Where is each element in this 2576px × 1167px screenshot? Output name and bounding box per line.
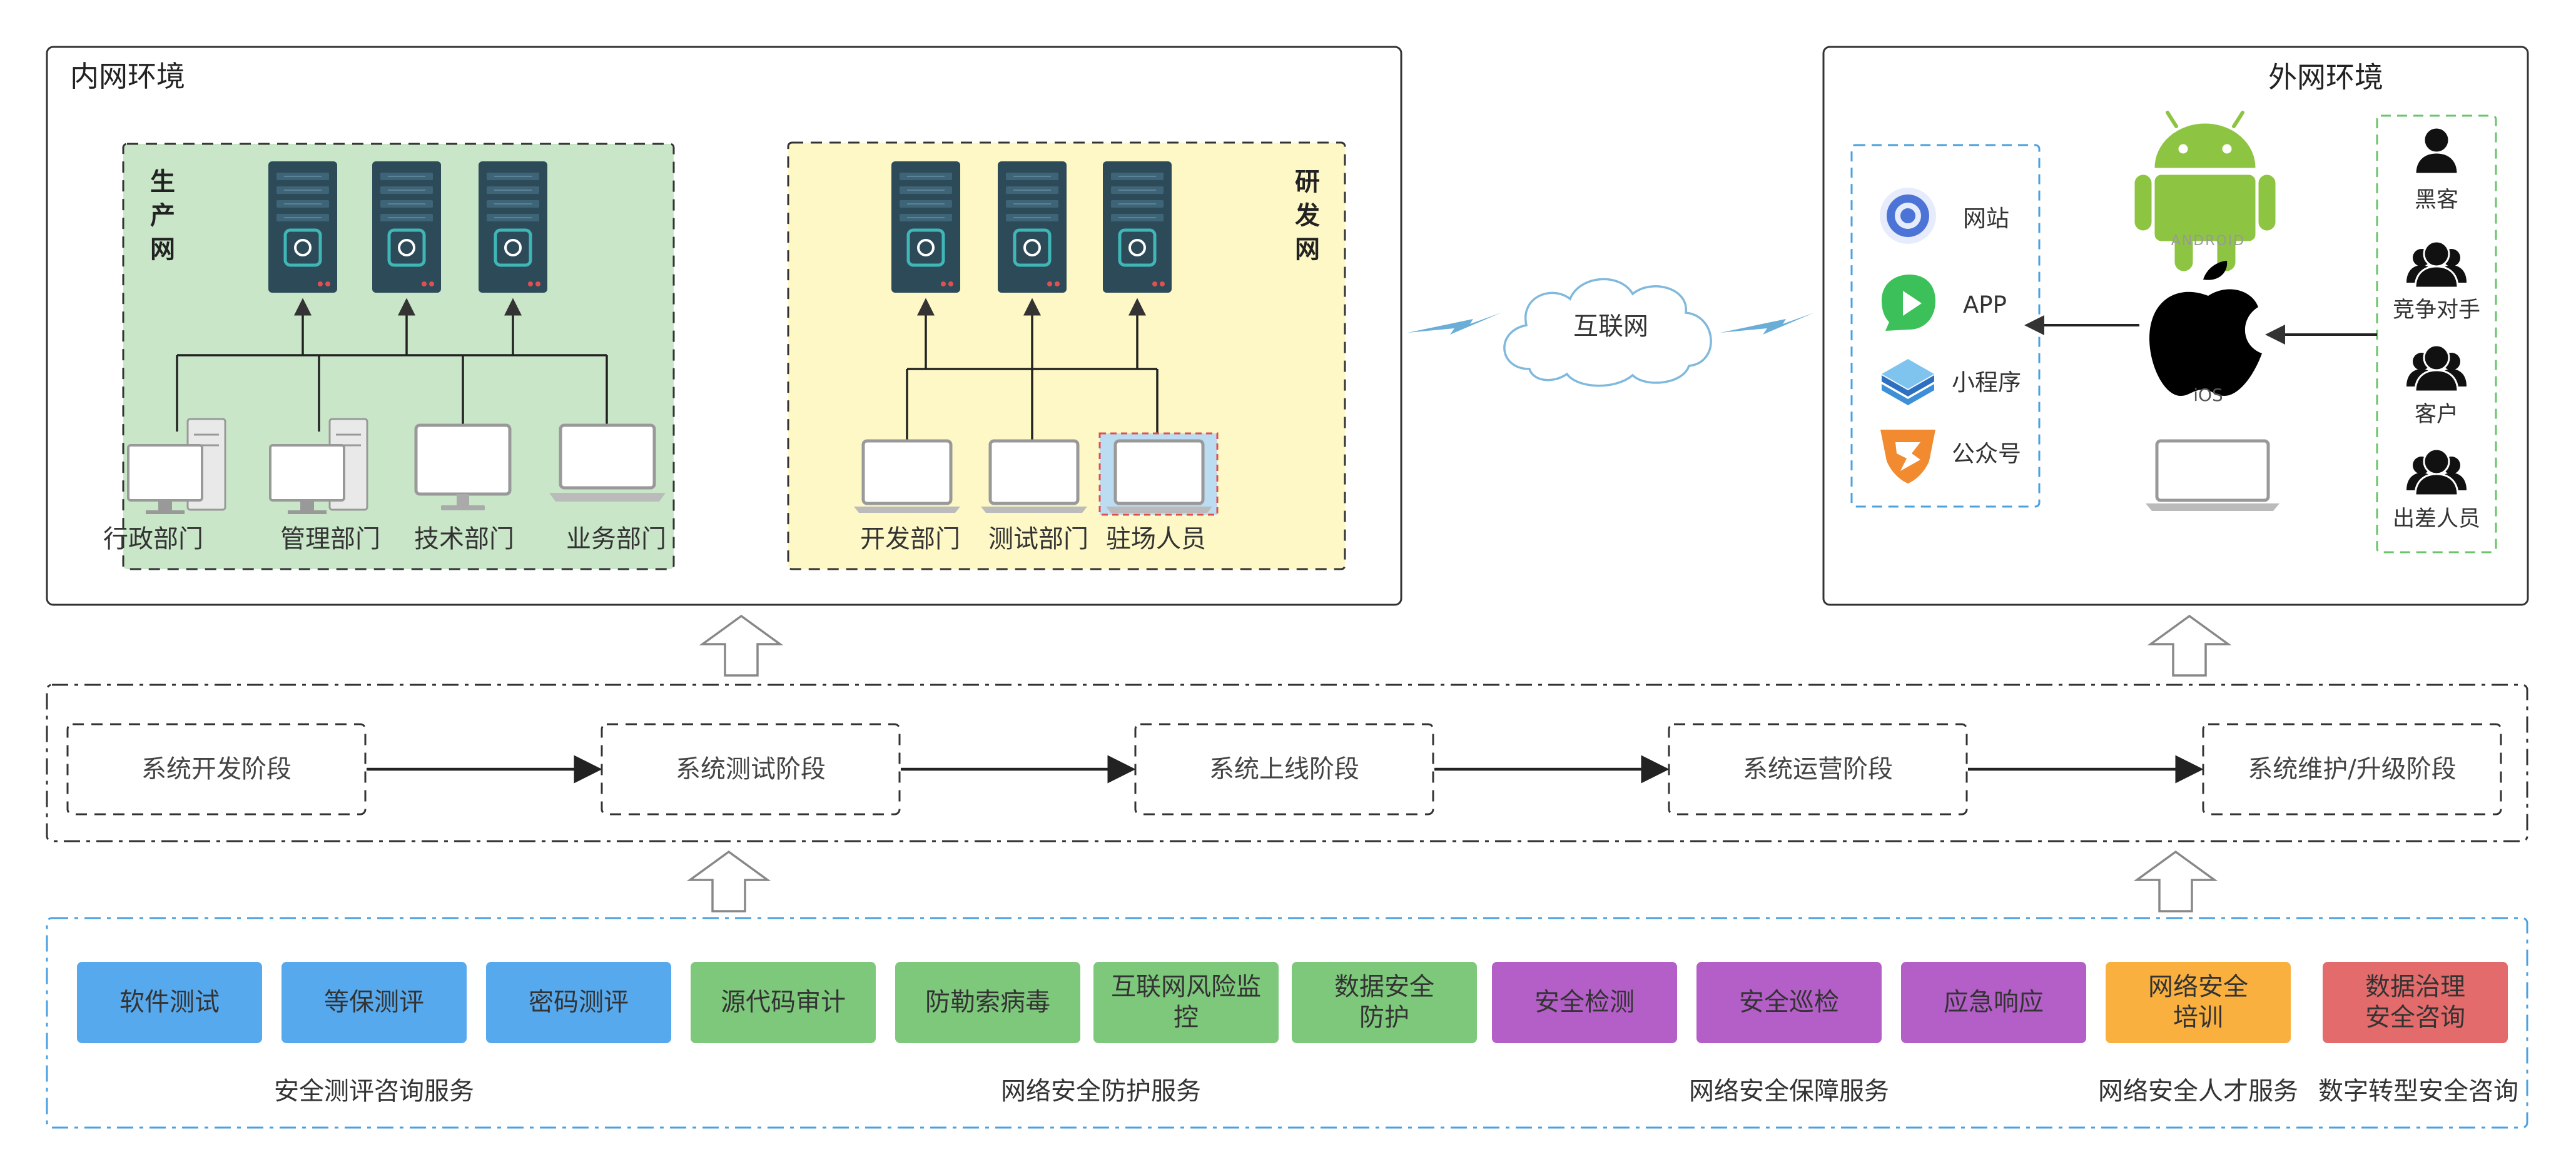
department-label: 技术部门 bbox=[414, 525, 514, 553]
laptop-icon bbox=[2146, 439, 2279, 511]
website-icon bbox=[1880, 188, 1936, 244]
production-connectors bbox=[176, 298, 608, 432]
android-logo-icon bbox=[2134, 111, 2276, 271]
inner-network-title: 内网环境 bbox=[70, 59, 185, 93]
android-wordmark: ANDROID bbox=[2171, 233, 2246, 249]
service-box bbox=[895, 962, 1080, 1043]
outer-network-title: 外网环境 bbox=[2268, 60, 2383, 94]
server-icon bbox=[479, 161, 547, 293]
app-icon bbox=[1882, 275, 1935, 331]
stage-box bbox=[2202, 723, 2502, 816]
server-icon bbox=[998, 161, 1067, 293]
person-label: 出差人员 bbox=[2392, 507, 2481, 532]
department-label: 行政部门 bbox=[103, 525, 203, 553]
service-item-label: 软件测试 bbox=[119, 988, 220, 1017]
stage-box bbox=[601, 723, 901, 816]
service-category-label: 安全测评咨询服务 bbox=[274, 1077, 474, 1106]
service-item-label: 防勒索病毒 bbox=[925, 988, 1050, 1017]
stage-label: 系统开发阶段 bbox=[141, 755, 292, 784]
service-box bbox=[1492, 962, 1677, 1043]
app-label: APP bbox=[1963, 291, 2007, 318]
ios-label: iOS bbox=[2193, 385, 2223, 406]
stage-label: 系统上线阶段 bbox=[1209, 755, 1359, 784]
stage-box bbox=[1668, 723, 1968, 816]
laptop-icon bbox=[854, 439, 960, 513]
service-box bbox=[1292, 962, 1477, 1043]
service-box bbox=[486, 962, 671, 1043]
app-label: 小程序 bbox=[1952, 369, 2021, 396]
service-box bbox=[281, 962, 467, 1043]
service-item-label: 安全检测 bbox=[1534, 988, 1635, 1017]
services-frame bbox=[46, 917, 2528, 1129]
app-label: 网站 bbox=[1963, 205, 2009, 232]
rd-connectors bbox=[906, 298, 1159, 444]
person-label: 竞争对手 bbox=[2392, 298, 2481, 323]
production-zone-label: 生产网 bbox=[150, 168, 175, 264]
service-category-label: 网络安全人才服务 bbox=[2098, 1077, 2298, 1106]
department-label: 管理部门 bbox=[280, 525, 380, 553]
apple-logo-icon bbox=[2149, 261, 2262, 396]
lightning-right-icon bbox=[1720, 313, 1814, 335]
up-arrow-icon bbox=[2133, 850, 2218, 912]
stage-label: 系统运营阶段 bbox=[1743, 755, 1893, 784]
service-item-label: 源代码审计 bbox=[721, 988, 846, 1017]
service-box bbox=[1093, 962, 1279, 1043]
laptop-icon bbox=[549, 423, 666, 502]
people-group-icon bbox=[2406, 240, 2467, 289]
internet-cloud bbox=[1503, 278, 1712, 387]
service-box bbox=[691, 962, 876, 1043]
service-category-label: 数字转型安全咨询 bbox=[2318, 1077, 2518, 1106]
department-label: 测试部门 bbox=[988, 525, 1088, 553]
department-label: 业务部门 bbox=[566, 525, 666, 553]
stage-box bbox=[1134, 723, 1434, 816]
lightning-left-icon bbox=[1407, 313, 1501, 335]
server-icon bbox=[372, 161, 441, 293]
server-icon bbox=[268, 161, 337, 293]
service-item-label: 应急响应 bbox=[1944, 988, 2044, 1017]
mini-program-icon bbox=[1882, 359, 1934, 405]
service-item-label: 安全巡检 bbox=[1739, 988, 1839, 1017]
person-label: 黑客 bbox=[2414, 188, 2459, 213]
official-account-icon bbox=[1880, 430, 1935, 483]
laptop-icon bbox=[1106, 439, 1212, 513]
department-label: 驻场人员 bbox=[1106, 525, 1206, 553]
service-item-label: 数据治理安全咨询 bbox=[2365, 972, 2465, 1032]
server-icon bbox=[1103, 161, 1172, 293]
stage-label: 系统维护/升级阶段 bbox=[2248, 755, 2457, 784]
people-group-icon bbox=[2406, 344, 2467, 393]
rd-zone-label: 研发网 bbox=[1295, 168, 1320, 264]
person-icon bbox=[2414, 126, 2459, 175]
up-arrow-icon bbox=[699, 614, 784, 677]
service-box bbox=[77, 962, 262, 1043]
service-box bbox=[2106, 962, 2291, 1043]
service-category-label: 网络安全防护服务 bbox=[1001, 1077, 1201, 1106]
service-box bbox=[1901, 962, 2086, 1043]
service-item-label: 等保测评 bbox=[324, 988, 424, 1017]
server-icon bbox=[891, 161, 960, 293]
app-label: 公众号 bbox=[1952, 440, 2021, 467]
desktop-icon bbox=[127, 418, 226, 514]
internet-label: 互联网 bbox=[1573, 312, 1648, 341]
department-label: 开发部门 bbox=[860, 525, 960, 553]
service-item-label: 网络安全培训 bbox=[2148, 972, 2248, 1032]
person-label: 客户 bbox=[2414, 402, 2459, 427]
service-item-label: 互联网风险监控 bbox=[1111, 972, 1261, 1032]
service-box bbox=[1696, 962, 1882, 1043]
stage-box bbox=[66, 723, 367, 816]
up-arrow-icon bbox=[2147, 614, 2232, 677]
desktop-icon bbox=[269, 418, 368, 514]
people-group-icon bbox=[2406, 448, 2467, 497]
stage-label: 系统测试阶段 bbox=[676, 755, 826, 784]
service-category-label: 网络安全保障服务 bbox=[1689, 1077, 1889, 1106]
service-item-label: 数据安全防护 bbox=[1334, 972, 1434, 1032]
lifecycle-frame bbox=[46, 684, 2528, 842]
laptop-icon bbox=[981, 439, 1087, 513]
up-arrow-icon bbox=[686, 850, 771, 912]
monitor-icon bbox=[414, 423, 512, 510]
service-item-label: 密码测评 bbox=[529, 988, 629, 1017]
service-box bbox=[2323, 962, 2508, 1043]
